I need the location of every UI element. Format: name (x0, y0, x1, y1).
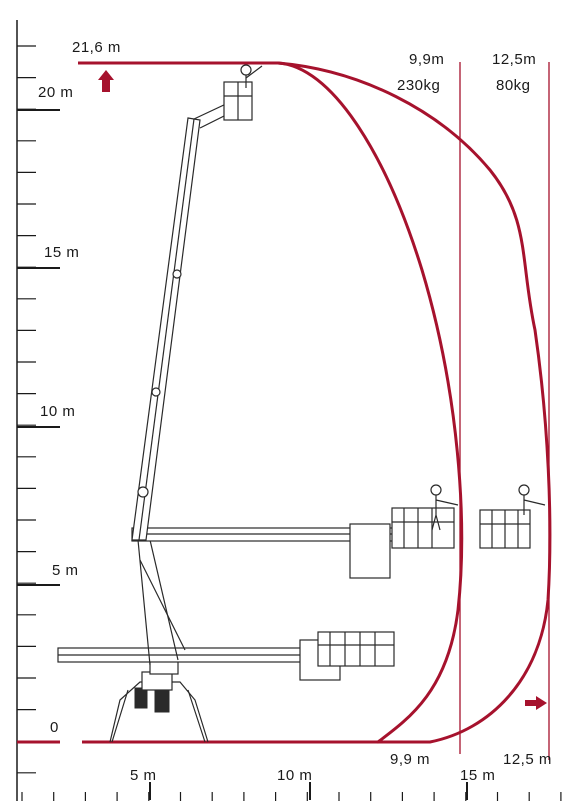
bottom-reach-230kg-label: 9,9 m (390, 751, 430, 768)
operator-figure-icon (430, 484, 459, 531)
x-label-5m: 5 m (130, 767, 157, 784)
x-label-10m: 10 m (277, 767, 312, 784)
up-arrow-icon (98, 70, 114, 92)
y-label-0: 0 (50, 719, 59, 736)
spider-lift-icon (57, 64, 546, 743)
y-label-10m: 10 m (40, 403, 75, 420)
right-arrow-icon (525, 696, 547, 710)
reach-80kg-label: 12,5m (492, 51, 536, 68)
max-height-label: 21,6 m (72, 39, 121, 56)
y-label-20m: 20 m (38, 84, 73, 101)
envelope-80kg (276, 61, 552, 744)
x-label-15m: 15 m (460, 767, 495, 784)
y-label-15m: 15 m (44, 244, 79, 261)
distance-scale (21, 782, 562, 801)
envelope-230kg (276, 61, 464, 744)
load-80kg-label: 80kg (496, 77, 531, 94)
y-label-5m: 5 m (52, 562, 79, 579)
load-230kg-label: 230kg (397, 77, 440, 94)
reach-230kg-label: 9,9m (409, 51, 444, 68)
platform-basket-icon (479, 484, 546, 549)
bottom-reach-80kg-label: 12,5 m (503, 751, 552, 768)
